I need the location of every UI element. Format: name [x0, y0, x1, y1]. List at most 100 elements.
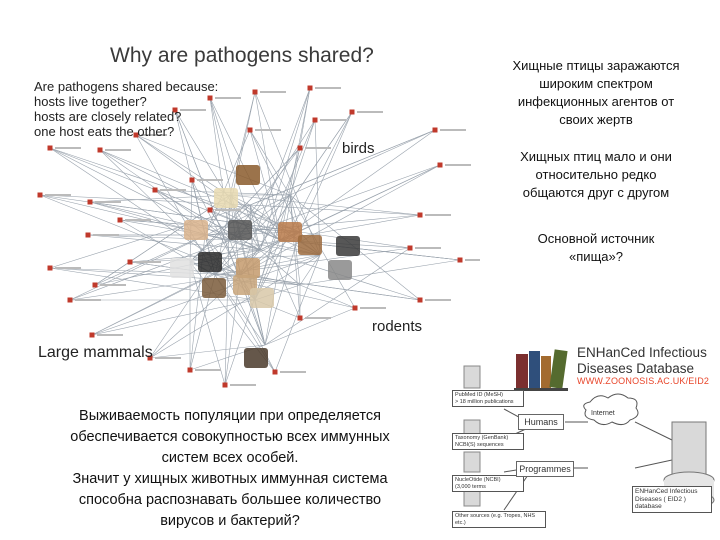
network-edge: [87, 234, 261, 251]
food-source-note: Основной источник «пища»?: [492, 230, 700, 266]
raptor-contact-note: Хищных птиц мало и они относительно редк…: [492, 148, 700, 202]
source-line: Other sources (e.g. Tropes, NHS etc.): [455, 513, 536, 526]
animal-thumbnail: [170, 258, 194, 278]
network-edge: [135, 134, 281, 241]
pathogen-node-label-placeholder: [320, 119, 346, 121]
note-line: «пища»?: [569, 249, 623, 264]
animal-thumbnail: [202, 278, 226, 298]
pathogen-node: [67, 297, 73, 303]
large-mammals-label: Large mammals: [38, 344, 153, 361]
pathogen-node: [207, 95, 213, 101]
network-edge: [314, 119, 321, 256]
source-pubmed: PubMed ID (MeSH) > 18 million publicatio…: [452, 390, 524, 407]
network-edge: [259, 119, 316, 251]
pathogen-node: [247, 127, 253, 133]
pathogen-node-label-placeholder: [160, 189, 186, 191]
network-edge: [91, 299, 256, 336]
network-edge: [119, 219, 301, 233]
network-edge: [249, 129, 281, 241]
pathogen-node: [352, 305, 358, 311]
network-edge: [264, 231, 301, 346]
network-edge: [229, 194, 421, 216]
source-taxonomy: Taxonomy (GenBank) NCBI(S) sequences: [452, 433, 524, 450]
network-edge: [49, 204, 251, 269]
intro-item: hosts are closely related?: [34, 109, 182, 124]
pathogen-node: [85, 232, 91, 238]
pathogen-node-label-placeholder: [75, 299, 101, 301]
pathogen-node: [272, 369, 278, 375]
output-line: database: [635, 503, 662, 510]
pathogen-node: [417, 212, 423, 218]
pathogen-node-label-placeholder: [100, 284, 126, 286]
network-edge: [229, 239, 261, 251]
pathogen-node-label-placeholder: [305, 317, 331, 319]
network-edge: [299, 111, 353, 233]
pathogen-node-label-placeholder: [95, 201, 121, 203]
pathogen-node-label-placeholder: [45, 194, 71, 196]
network-edge: [259, 239, 281, 251]
database-url: WWW.ZOONOSIS.AC.UK/EID2: [577, 376, 710, 386]
network-edge: [279, 129, 436, 241]
network-edge: [204, 129, 251, 236]
source-other: Other sources (e.g. Tropes, NHS etc.): [452, 511, 546, 528]
paragraph-line: способна распознавать большее количество: [78, 492, 382, 508]
source-line: Taxonomy (GenBank): [455, 435, 509, 441]
output-line: Diseases ( EID2 ): [635, 495, 686, 503]
network-edge: [209, 97, 231, 241]
pathogen-node: [172, 107, 178, 113]
paragraph-line: обеспечивается совокупностью всех иммунн…: [70, 429, 390, 445]
pathogen-node: [37, 192, 43, 198]
pathogen-node-label-placeholder: [280, 371, 306, 373]
pathogen-node: [457, 257, 463, 263]
note-line: Хищных птиц мало и они: [520, 149, 672, 164]
network-edge: [129, 261, 301, 286]
pathogen-node: [222, 382, 228, 388]
animal-thumbnail: [236, 165, 260, 185]
animal-thumbnail: [328, 260, 352, 280]
note-line: Основной источник: [537, 231, 655, 246]
source-line: PubMed ID (MeSH): [455, 392, 503, 398]
network-edge: [289, 119, 316, 196]
pathogen-node-label-placeholder: [55, 267, 81, 269]
network-edge: [239, 274, 421, 301]
pathogen-node-label-placeholder: [415, 247, 441, 249]
pathogen-node: [189, 177, 195, 183]
source-line: > 18 million publications: [455, 398, 514, 405]
pathogen-node-label-placeholder: [305, 147, 331, 149]
network-edge: [229, 164, 441, 241]
network-edge: [229, 239, 421, 301]
intro-item: hosts live together?: [34, 94, 147, 109]
network-edge: [204, 234, 231, 241]
host-pathogen-network: [37, 85, 480, 388]
network-edge: [91, 231, 301, 336]
birds-label: birds: [342, 140, 375, 157]
network-edge: [229, 91, 256, 196]
animal-thumbnail: [250, 288, 274, 308]
network-edge: [135, 134, 216, 276]
network-edge: [259, 87, 311, 251]
pathogen-node: [127, 259, 133, 265]
pathogen-node-label-placeholder: [197, 179, 223, 181]
slide-title: Why are pathogens shared?: [110, 44, 374, 67]
network-edge: [189, 147, 301, 263]
pathogen-node-label-placeholder: [180, 109, 206, 111]
network-edge: [129, 254, 321, 263]
network-edge: [249, 129, 301, 233]
pathogen-node-label-placeholder: [255, 129, 281, 131]
programmes-node: Programmes: [516, 461, 574, 477]
pathogen-node-label-placeholder: [425, 299, 451, 301]
pathogen-node: [307, 85, 313, 91]
network-edge: [279, 164, 441, 241]
pathogen-node: [117, 217, 123, 223]
note-line: относительно редко: [535, 167, 657, 182]
network-edge: [299, 254, 321, 286]
pathogen-node-label-placeholder: [195, 369, 221, 371]
network-edge: [99, 149, 231, 241]
internet-cloud-icon: [583, 393, 639, 426]
network-edge: [214, 254, 321, 276]
network-edge: [289, 129, 436, 196]
pathogen-node: [297, 145, 303, 151]
pathogen-node-label-placeholder: [125, 219, 151, 221]
network-edge: [189, 239, 231, 263]
pathogen-node: [187, 367, 193, 373]
